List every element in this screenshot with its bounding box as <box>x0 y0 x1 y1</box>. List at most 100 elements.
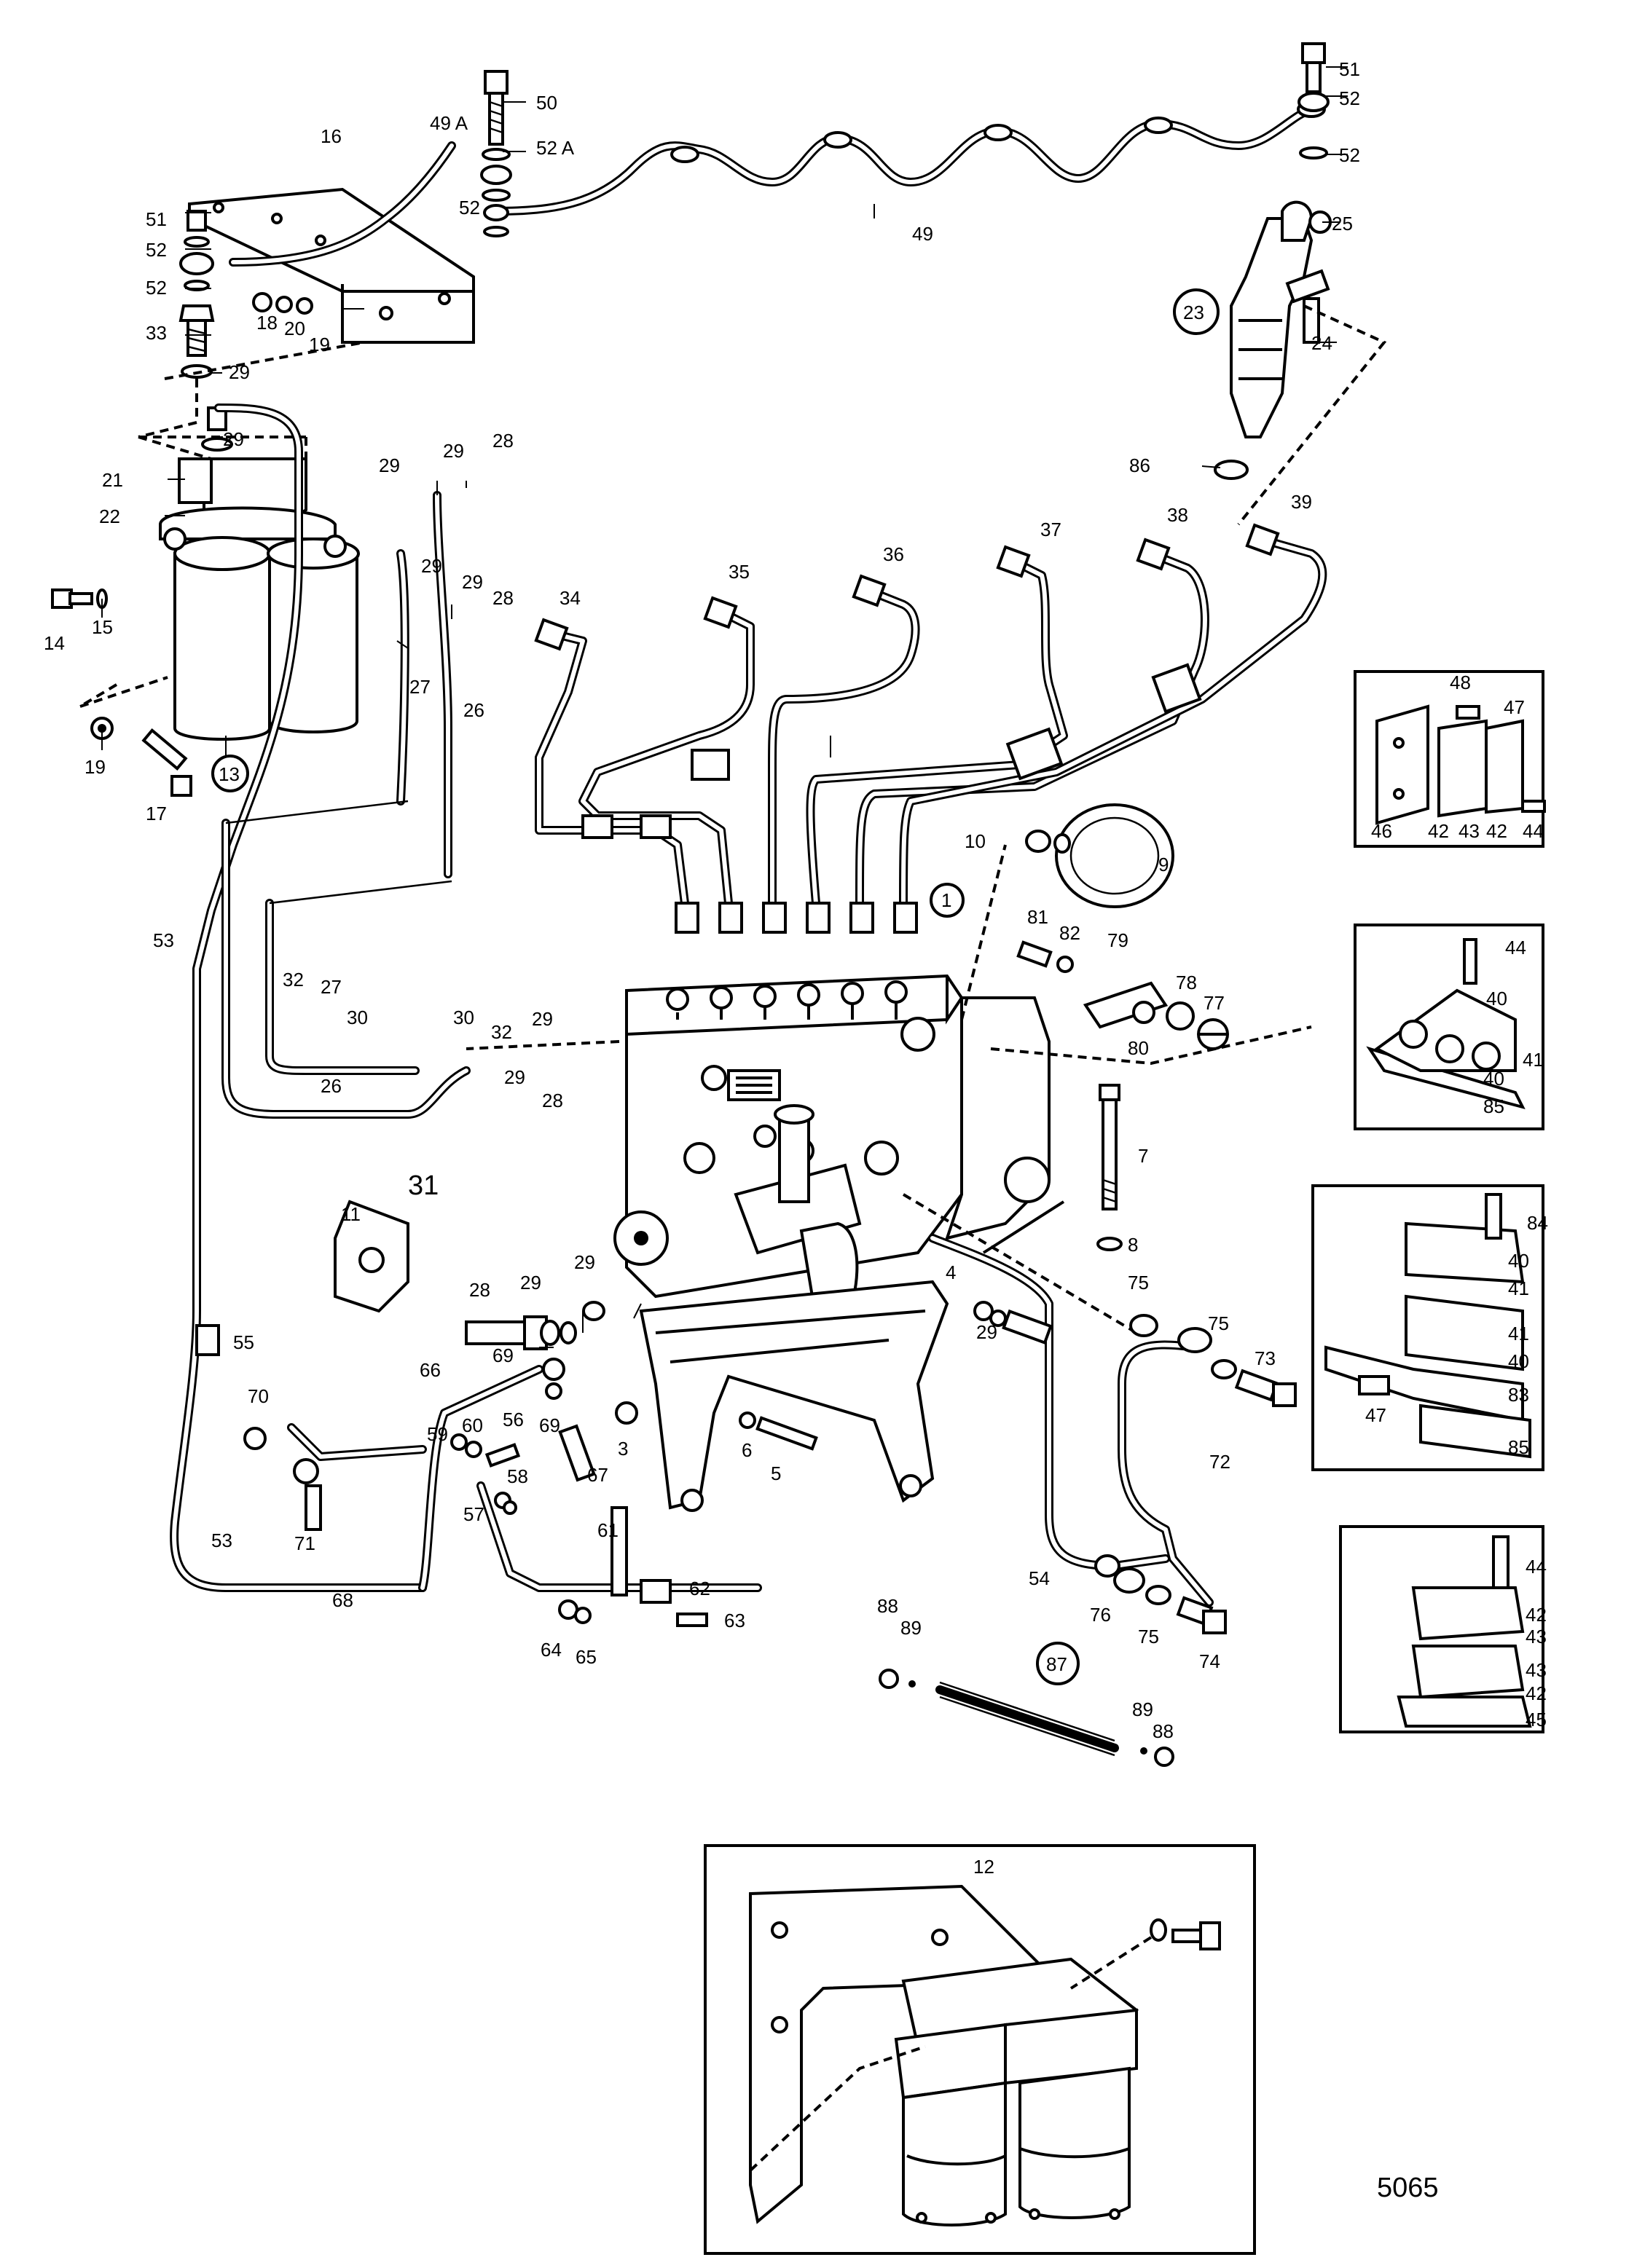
callout-26a: 26 <box>463 699 484 721</box>
callout-57: 57 <box>463 1503 484 1525</box>
callout-10: 10 <box>965 830 986 852</box>
callout-13: 13 <box>219 763 240 785</box>
callout-33: 33 <box>146 322 167 344</box>
callout-45: 45 <box>1526 1709 1547 1730</box>
callout-87: 87 <box>1046 1653 1067 1675</box>
callout-86: 86 <box>1129 454 1150 476</box>
callout-9: 9 <box>1158 854 1169 875</box>
lever-79 <box>1016 940 1229 1050</box>
banjo-bolt-50 <box>480 70 512 237</box>
callout-7: 7 <box>1138 1145 1148 1167</box>
callout-41a: 41 <box>1523 1049 1544 1071</box>
callout-43a: 43 <box>1458 820 1480 842</box>
callout-65: 65 <box>576 1646 597 1668</box>
figure-id: 5065 <box>1377 2173 1439 2203</box>
callout-3: 3 <box>618 1438 628 1460</box>
bolt-7 <box>1096 1084 1123 1251</box>
callout-85a: 85 <box>1483 1095 1504 1117</box>
callout-19a: 19 <box>309 334 330 355</box>
callout-29i: 29 <box>574 1251 595 1273</box>
callout-40c: 40 <box>1508 1250 1529 1272</box>
callout-30a: 30 <box>347 1007 368 1028</box>
callout-17: 17 <box>146 803 167 824</box>
callout-52e: 52 <box>1339 144 1360 166</box>
guide-line-filter <box>79 284 365 708</box>
callout-16: 16 <box>321 125 342 147</box>
callout-52a: 52 A <box>536 137 575 159</box>
callout-85b: 85 <box>1508 1436 1529 1458</box>
inset-12-twin-filter <box>704 1844 1256 2255</box>
callout-78: 78 <box>1176 972 1197 993</box>
callout-83: 83 <box>1508 1384 1529 1406</box>
bracket-11 <box>334 1200 409 1313</box>
fuel-filter-13 <box>159 406 360 741</box>
fuel-pipes-left <box>170 403 471 1592</box>
callout-39: 39 <box>1291 491 1312 513</box>
injection-pipes <box>534 523 1327 934</box>
callout-5: 5 <box>771 1462 781 1484</box>
callout-20: 20 <box>284 318 305 339</box>
callout-61: 61 <box>597 1519 619 1541</box>
callout-4: 4 <box>946 1261 956 1283</box>
callout-60: 60 <box>462 1414 483 1436</box>
callout-28b: 28 <box>492 587 514 609</box>
callout-67: 67 <box>587 1464 608 1486</box>
callout-18: 18 <box>256 312 278 334</box>
callout-47a: 47 <box>1504 696 1525 718</box>
circled-callouts: 1 13 23 87 <box>211 288 1220 1685</box>
callout-32b: 32 <box>491 1021 512 1043</box>
callout-89b: 89 <box>1132 1698 1153 1720</box>
callout-23: 23 <box>1183 302 1204 323</box>
callout-71: 71 <box>294 1532 315 1554</box>
callout-59: 59 <box>427 1423 448 1445</box>
callout-88a: 88 <box>877 1595 898 1617</box>
callout-37: 37 <box>1040 519 1061 540</box>
callout-49a: 49 A <box>430 112 468 134</box>
callout-70: 70 <box>248 1385 269 1407</box>
callout-22: 22 <box>99 505 120 527</box>
callout-54: 54 <box>1029 1567 1050 1589</box>
callout-41c: 41 <box>1508 1323 1529 1344</box>
callout-56: 56 <box>503 1409 524 1430</box>
callout-29c: 29 <box>379 454 400 476</box>
injector-23 <box>1214 42 1387 526</box>
callout-75a: 75 <box>1128 1272 1149 1294</box>
callout-40b: 40 <box>1483 1068 1504 1090</box>
callout-29e: 29 <box>421 555 442 577</box>
callout-42c: 42 <box>1526 1604 1547 1626</box>
callout-89a: 89 <box>900 1617 922 1639</box>
callout-28c: 28 <box>542 1090 563 1111</box>
callout-29a: 29 <box>229 361 250 383</box>
callout-29f: 29 <box>462 571 483 593</box>
callout-40a: 40 <box>1486 988 1507 1009</box>
pump-support-bolts <box>465 1301 1053 1482</box>
callout-68: 68 <box>332 1589 353 1611</box>
callout-43b: 43 <box>1526 1626 1547 1647</box>
callout-47b: 47 <box>1365 1404 1386 1426</box>
callout-labels: 50 49 A 52 A 52 49 16 51 52 52 33 29 29 … <box>44 58 1548 2203</box>
callout-52c: 52 <box>459 197 480 218</box>
callout-79: 79 <box>1107 929 1128 951</box>
callout-58: 58 <box>507 1465 528 1487</box>
callout-80: 80 <box>1128 1037 1149 1059</box>
callout-76: 76 <box>1090 1604 1111 1626</box>
callout-30b: 30 <box>453 1007 474 1028</box>
injection-pump-1 <box>466 844 1312 1512</box>
callout-27a: 27 <box>409 676 431 698</box>
callout-42d: 42 <box>1526 1682 1547 1704</box>
callout-51b: 51 <box>1339 58 1360 80</box>
callout-38: 38 <box>1167 504 1188 526</box>
callout-29b: 29 <box>223 428 244 450</box>
return-pipe-72 <box>928 1234 1297 1634</box>
callout-35: 35 <box>729 561 750 583</box>
callout-73: 73 <box>1255 1347 1276 1369</box>
callout-41b: 41 <box>1508 1277 1529 1299</box>
callout-44a: 44 <box>1523 820 1544 842</box>
callout-53a: 53 <box>153 929 174 951</box>
callout-74: 74 <box>1199 1650 1220 1672</box>
callout-29d: 29 <box>443 440 464 462</box>
callout-64: 64 <box>541 1639 562 1661</box>
callout-26b: 26 <box>321 1075 342 1097</box>
callout-15: 15 <box>92 616 113 638</box>
